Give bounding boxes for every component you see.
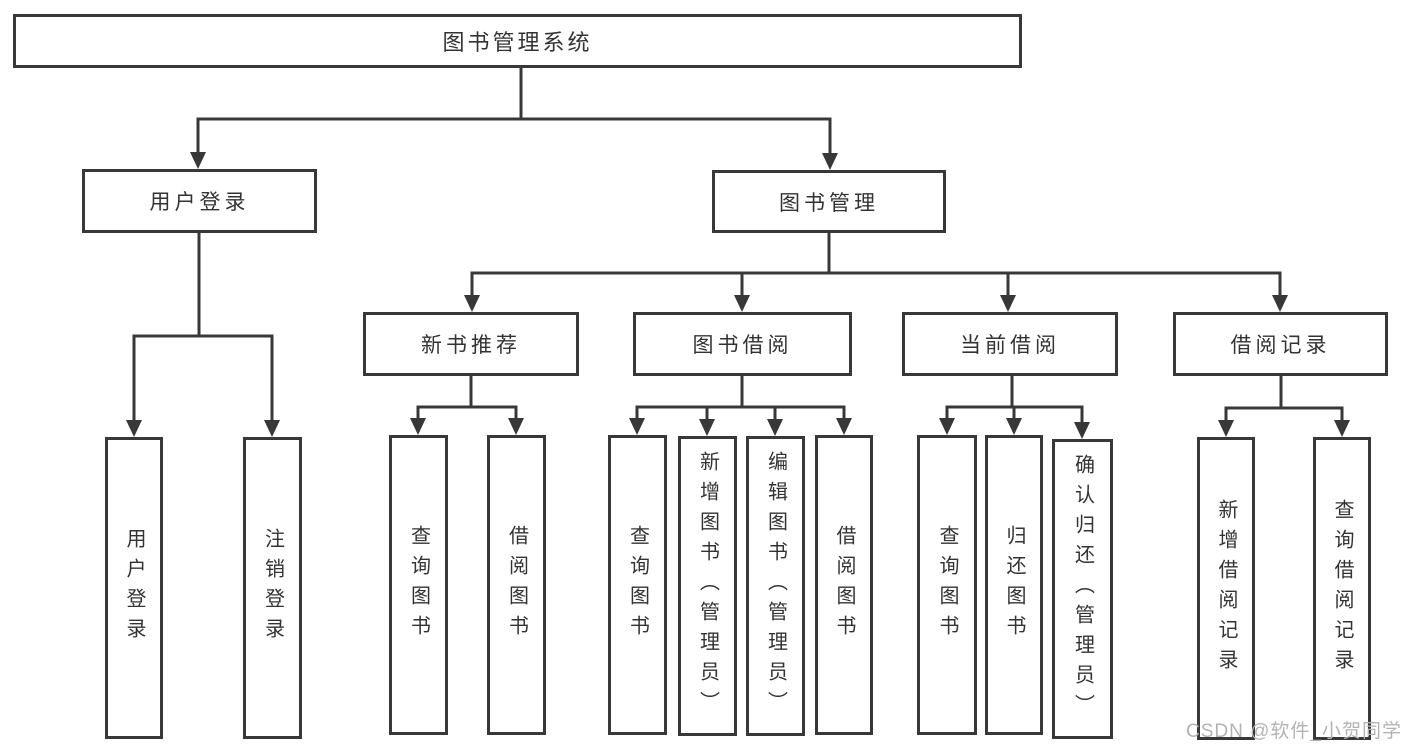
node-new-book-recommend: 新书推荐 — [363, 312, 579, 376]
leaf-query-borrow-record: 查询借阅记录 — [1313, 437, 1371, 740]
leaf-logout: 注销登录 — [243, 437, 302, 739]
edge-current-borrowing-to-leaves — [939, 371, 1090, 439]
leaf-return-books: 归还图书 — [985, 435, 1043, 735]
node-root-system: 图书管理系统 — [13, 14, 1022, 68]
leaf-query-books-borrowing: 查询图书 — [608, 435, 667, 735]
node-user-login: 用户登录 — [82, 169, 317, 233]
leaf-borrow-books: 借阅图书 — [815, 435, 873, 735]
leaf-user-login: 用户登录 — [105, 437, 163, 739]
leaf-add-books-admin: 新增图书（管理员） — [678, 436, 737, 736]
edge-root-to-level2 — [190, 63, 838, 170]
edge-new-book-recommend-to-leaves — [410, 371, 524, 435]
node-book-management: 图书管理 — [712, 170, 946, 233]
leaf-borrow-books-recommend: 借阅图书 — [487, 435, 546, 735]
leaf-confirm-return-admin: 确认归还（管理员） — [1052, 439, 1113, 739]
edge-borrow-records-to-leaves — [1218, 371, 1350, 437]
csdn-watermark: CSDN @软件_小贺同学 — [1186, 721, 1402, 742]
leaf-query-books-current: 查询图书 — [917, 435, 977, 735]
node-borrow-records: 借阅记录 — [1173, 312, 1388, 376]
node-book-borrowing: 图书借阅 — [633, 312, 852, 376]
edge-book-borrowing-to-leaves — [629, 371, 852, 436]
leaf-add-borrow-record: 新增借阅记录 — [1197, 437, 1255, 740]
leaf-query-books-recommend: 查询图书 — [389, 435, 448, 735]
edge-book-management-to-level3 — [464, 228, 1288, 312]
node-current-borrowing: 当前借阅 — [902, 312, 1118, 376]
edge-user-login-to-leaves — [126, 228, 280, 437]
leaf-edit-books-admin: 编辑图书（管理员） — [746, 436, 805, 736]
